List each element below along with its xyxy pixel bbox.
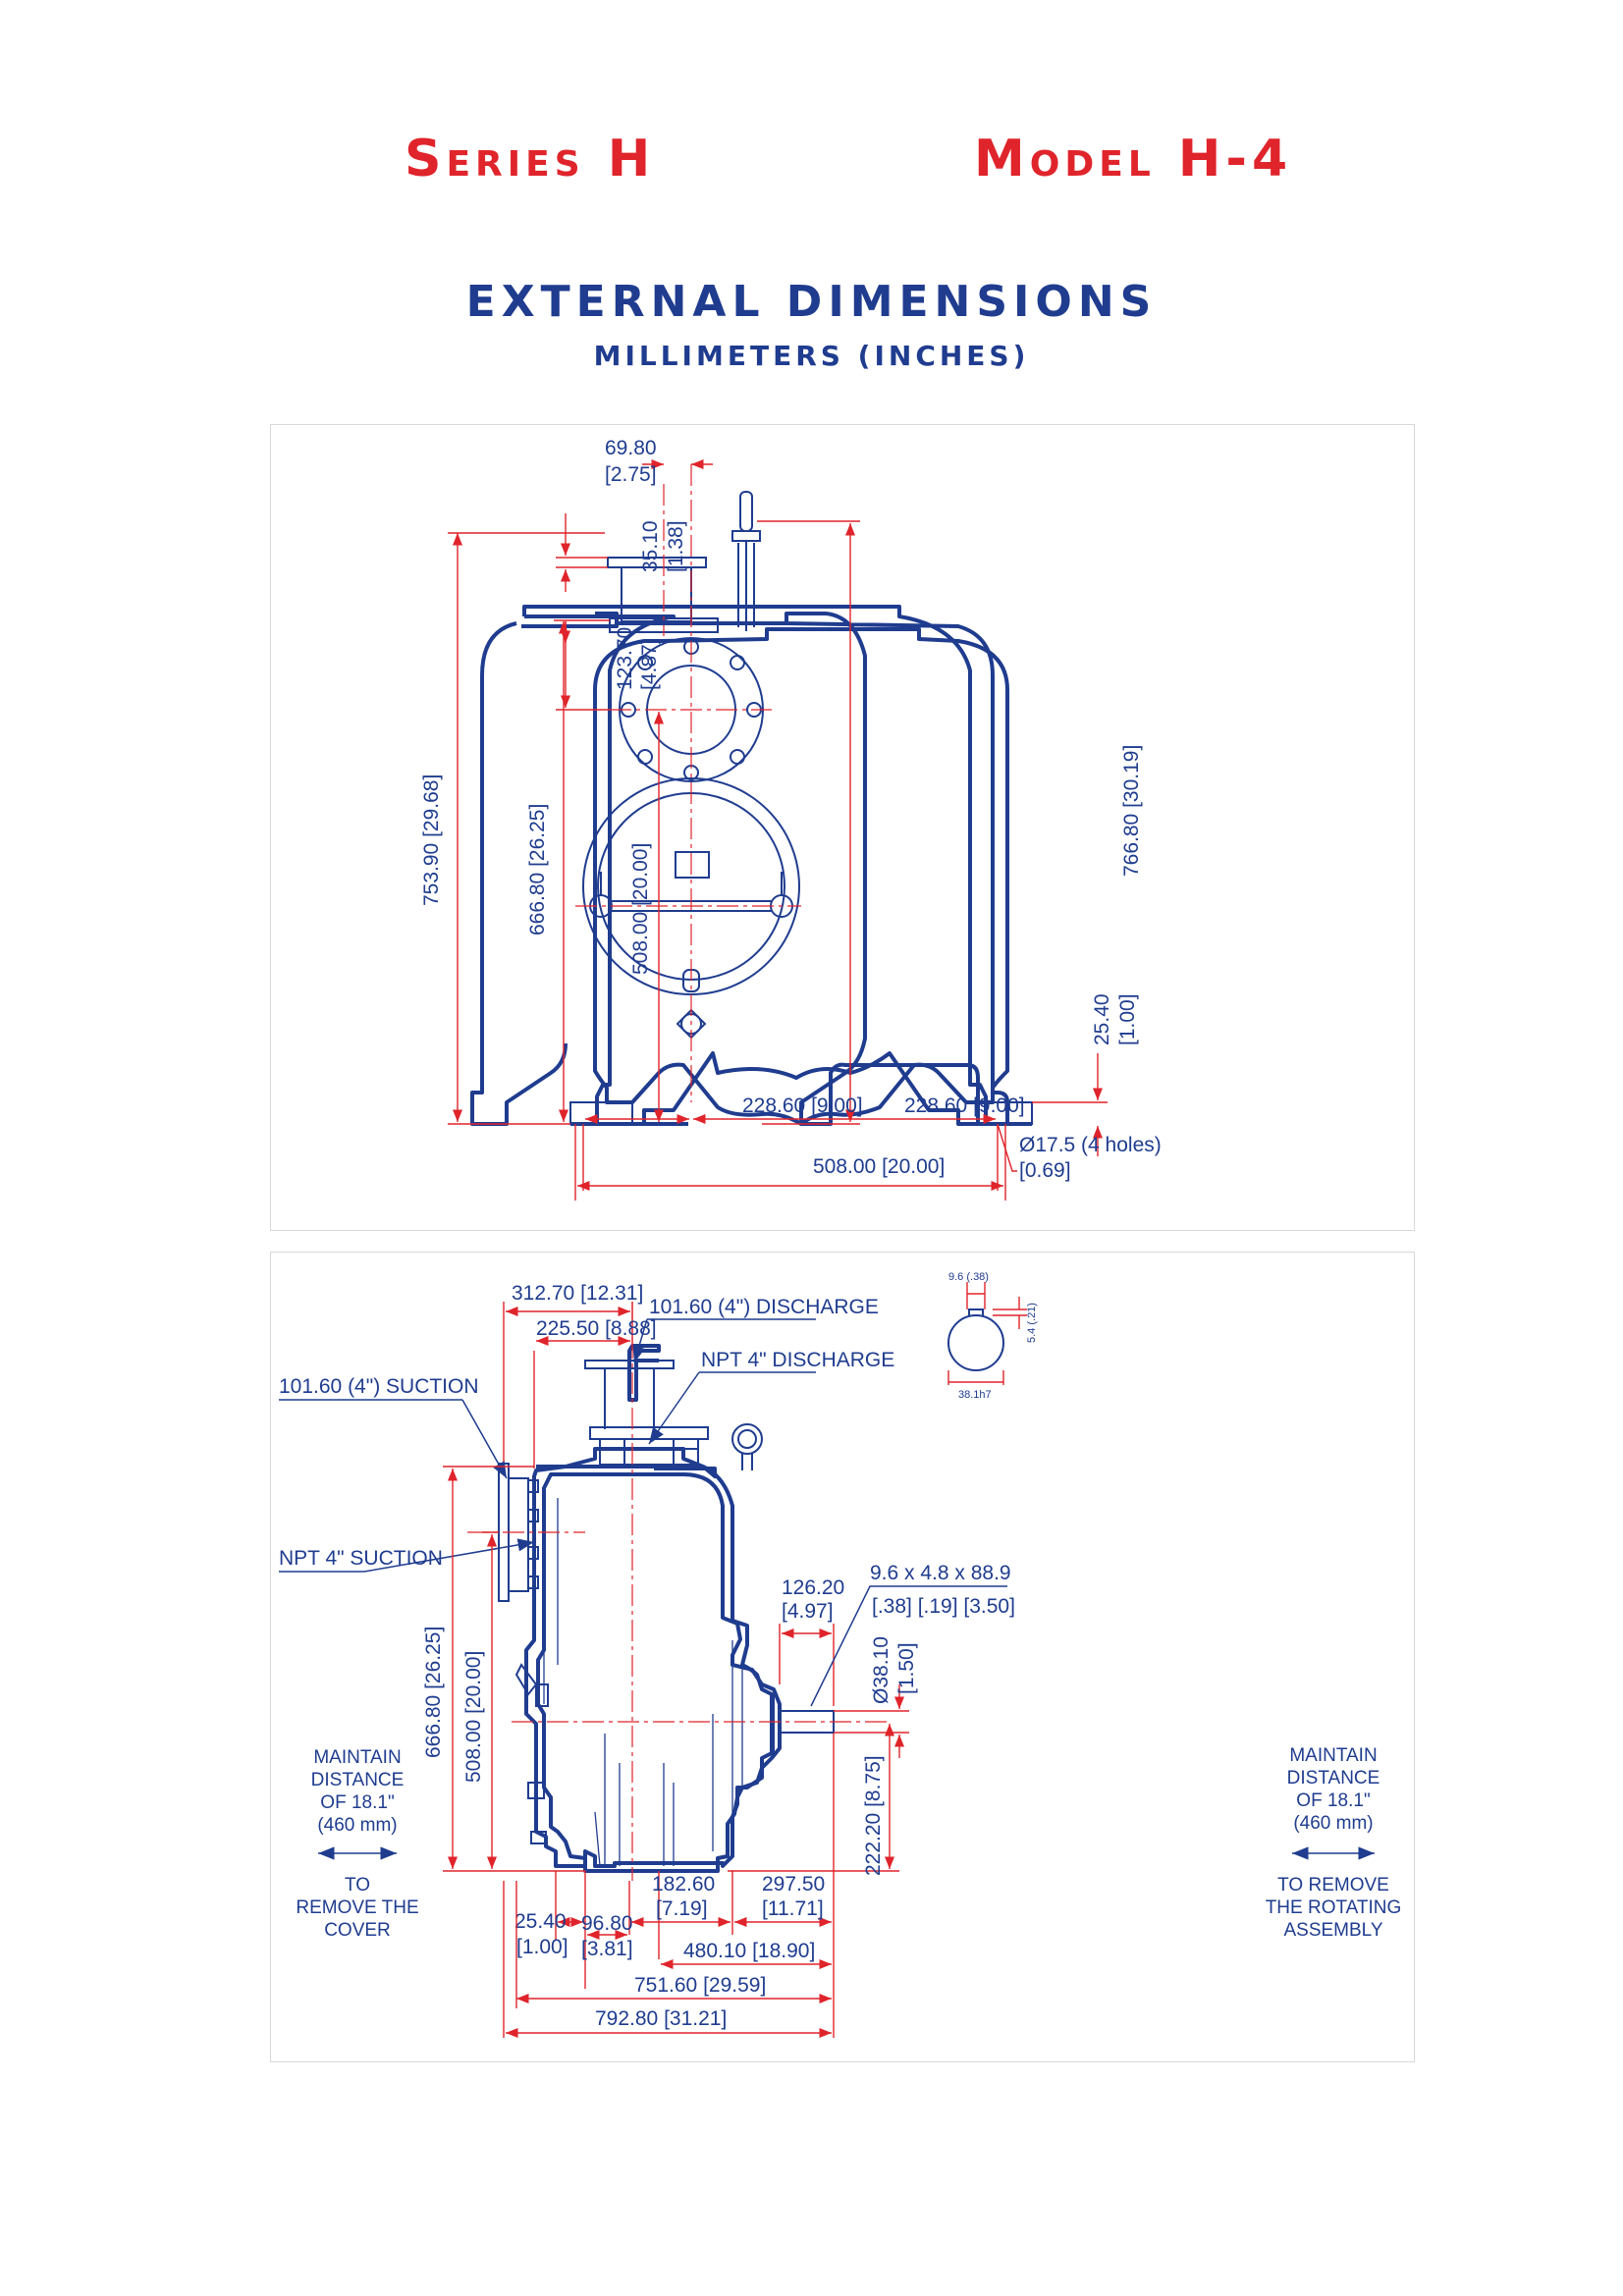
dim-508-00-side: 508.00 [20.00]	[462, 1651, 485, 1783]
dim-69-80: 69.80	[605, 437, 657, 459]
suction-neck	[509, 1477, 529, 1592]
dim-25-40-side: 25.40	[514, 1910, 567, 1933]
dim-182-60: 182.60	[652, 1873, 715, 1896]
dim-753-90: 753.90 [29.68]	[420, 774, 443, 906]
dim-666-80-side: 666.80 [26.25]	[422, 1627, 445, 1758]
dim-508-base: 508.00 [20.00]	[813, 1155, 945, 1178]
right-note-l6: THE ROTATING	[1266, 1897, 1402, 1918]
dim-1-00: [1.00]	[1116, 993, 1139, 1045]
dim-312-70: 312.70 [12.31]	[512, 1282, 643, 1305]
discharge-elbow	[627, 1344, 661, 1402]
lifting-eye	[731, 1423, 763, 1470]
suction-label: 101.60 (4") SUCTION	[279, 1375, 479, 1398]
dim-shaft-1-50: [1.50]	[895, 1642, 918, 1694]
right-note-l3: OF 18.1"	[1296, 1790, 1370, 1811]
left-note-l3: OF 18.1"	[320, 1792, 394, 1813]
detail-top: 9.6 (.38)	[948, 1271, 989, 1283]
dim-3-81: [3.81]	[581, 1938, 633, 1960]
side-bolt	[535, 1683, 549, 1707]
left-note-l4: (460 mm)	[317, 1815, 397, 1836]
right-maintain-note: MAINTAIN DISTANCE OF 18.1" (460 mm) TO R…	[1266, 1745, 1402, 1941]
pump-foot-left	[569, 1101, 633, 1125]
dim-11-71: [11.71]	[762, 1897, 824, 1920]
dim-35-10: 35.10	[639, 520, 662, 572]
frame-details	[594, 1714, 714, 1867]
dim-7-19: [7.19]	[656, 1897, 708, 1920]
dim-508-00: 508.00 [20.00]	[629, 843, 652, 975]
right-note-l5: TO REMOVE	[1277, 1875, 1389, 1896]
top-flange-neck	[621, 567, 692, 622]
pump-legs	[631, 1064, 967, 1108]
top-flange	[607, 557, 707, 568]
suction-bolts	[527, 1479, 539, 1589]
model-title: Model H-4	[974, 130, 1293, 188]
top-cover-detail	[600, 1439, 698, 1465]
dim-4-97: [4.97]	[782, 1600, 834, 1623]
dim-96-80: 96.80	[581, 1912, 633, 1935]
drain-plug	[527, 1782, 545, 1799]
pump-front-outline	[470, 612, 1009, 1126]
dim-25-40: 25.40	[1091, 993, 1113, 1045]
front-view-panel: 69.80 [2.75] 35.10 [1.38] 123.70 [4.87] …	[270, 424, 1415, 1231]
right-note-l2: DISTANCE	[1287, 1768, 1380, 1789]
dim-480-10: 480.10 [18.90]	[683, 1940, 815, 1962]
dim-shaft-38: Ø38.10	[870, 1636, 893, 1704]
lower-bolt	[530, 1831, 547, 1844]
dim-228-60-left: 228.60 [9.00]	[742, 1095, 863, 1117]
dim-766-80: 766.80 [30.19]	[1120, 745, 1143, 877]
dim-2-75: [2.75]	[605, 463, 657, 486]
left-maintain-note: MAINTAIN DISTANCE OF 18.1" (460 mm) TO R…	[296, 1747, 418, 1941]
pump-body-outline	[593, 627, 1009, 1126]
top-cover-plate	[589, 1426, 709, 1440]
right-note-l7: ASSEMBLY	[1283, 1920, 1382, 1941]
bearing-frame	[731, 1640, 743, 1856]
right-note-l1: MAINTAIN	[1289, 1745, 1377, 1766]
discharge-label: 101.60 (4") DISCHARGE	[649, 1296, 879, 1318]
dim-123-70: 123.70	[614, 627, 636, 690]
dim-1-38: [1.38]	[665, 520, 687, 572]
page-subtitle: MILLIMETERS (INCHES)	[593, 340, 1030, 372]
dim-1-00-side: [1.00]	[516, 1936, 568, 1958]
handle	[514, 1663, 538, 1696]
pump-housing	[522, 605, 988, 1126]
detail-side: 5.4 (.21)	[1026, 1303, 1038, 1343]
series-title: Series H	[405, 130, 656, 188]
hole-note: Ø17.5 (4 holes)	[1019, 1134, 1162, 1156]
dim-297-50: 297.50	[762, 1873, 825, 1896]
left-note-l6: REMOVE THE	[296, 1897, 418, 1918]
side-view-panel: 312.70 [12.31] 225.50 [8.88] 101.60 (4")…	[270, 1252, 1415, 2062]
discharge-neck	[604, 1368, 655, 1429]
left-note-l1: MAINTAIN	[313, 1747, 401, 1768]
page-title: EXTERNAL DIMENSIONS	[465, 277, 1158, 327]
left-note-l7: COVER	[324, 1920, 391, 1941]
npt-discharge-label: NPT 4" DISCHARGE	[701, 1349, 894, 1371]
key-dims-in: [.38] [.19] [3.50]	[872, 1595, 1015, 1618]
detail-bottom: 38.1h7	[958, 1389, 992, 1401]
left-note-l2: DISTANCE	[311, 1770, 405, 1790]
dim-222-20: 222.20 [8.75]	[862, 1755, 885, 1876]
shaft-key-detail: 9.6 (.38) 5.4 (.21) 38.1h7	[947, 1271, 1038, 1401]
dim-225-50: 225.50 [8.88]	[536, 1317, 657, 1340]
side-view-drawing: 312.70 [12.31] 225.50 [8.88] 101.60 (4")…	[279, 1271, 1402, 2039]
cover-seam	[543, 1498, 559, 1704]
dim-751-60: 751.60 [29.59]	[634, 1974, 766, 1997]
hole-note-in: [0.69]	[1019, 1159, 1071, 1182]
dim-4-87: [4.87]	[638, 638, 661, 690]
front-view-drawing: 69.80 [2.75] 35.10 [1.38] 123.70 [4.87] …	[420, 437, 1162, 1201]
dim-792-80: 792.80 [31.21]	[595, 2007, 727, 2030]
vent-fitting	[731, 491, 761, 631]
key-dims: 9.6 x 4.8 x 88.9	[870, 1562, 1011, 1584]
dim-126-20: 126.20	[782, 1576, 844, 1599]
dim-228-60-right: 228.60 [9.00]	[904, 1095, 1025, 1117]
right-note-l4: (460 mm)	[1293, 1813, 1373, 1834]
left-note-l5: TO	[345, 1875, 370, 1896]
dim-666-80: 666.80 [26.25]	[526, 804, 549, 935]
pump-side-body	[536, 1472, 782, 1873]
npt-suction-label: NPT 4" SUCTION	[279, 1547, 443, 1570]
